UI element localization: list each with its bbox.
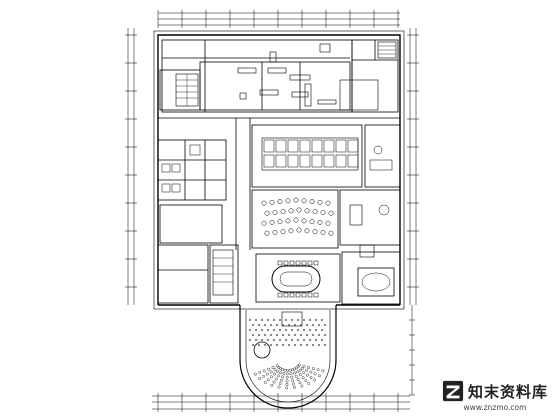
central-corridor (158, 117, 400, 250)
left-stair-core (159, 69, 201, 111)
watermark-url: www.znzmo.com (463, 403, 527, 412)
south-auditorium (239, 305, 337, 409)
top-right-rooms (339, 39, 399, 113)
office-workstations (251, 124, 401, 188)
lecture-hall (251, 189, 401, 249)
znzmo-logo-icon (442, 380, 464, 402)
left-service-rooms (157, 139, 227, 244)
watermark-title: 知末资料库 (467, 382, 548, 401)
top-dimension-lines (157, 10, 400, 28)
left-dimension-lines (125, 28, 137, 305)
right-dimension-lines (407, 28, 419, 396)
meeting-room (255, 253, 341, 303)
bottom-dimension-lines (152, 393, 410, 412)
watermark: 知末资料库 www.znzmo.com (442, 380, 548, 412)
top-workshop-zone (161, 39, 353, 113)
left-lower-rooms (157, 244, 239, 304)
right-conference (341, 244, 401, 305)
